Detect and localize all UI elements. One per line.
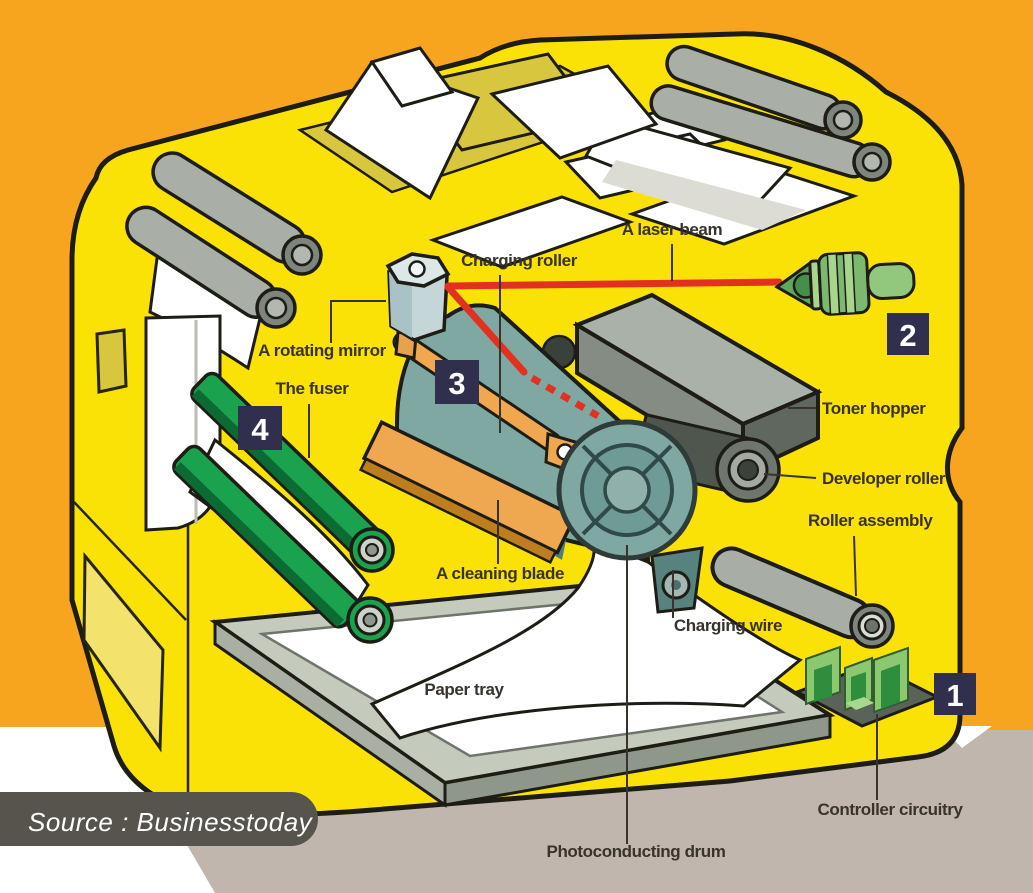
label-charging-wire: Charging wire <box>674 616 782 635</box>
label-paper-tray: Paper tray <box>424 680 504 699</box>
badge-step-3: 3 <box>435 360 479 404</box>
controller-circuitry-part <box>793 645 941 728</box>
source-attribution: Source : Businesstoday <box>0 792 318 846</box>
badge-step-4: 4 <box>238 406 282 450</box>
label-fuser: The fuser <box>276 379 350 398</box>
left-face-edge-seam <box>73 501 187 621</box>
output-rollers-right <box>649 44 892 182</box>
cleaning-blade-part <box>358 419 578 565</box>
side-vent-panel <box>95 328 128 394</box>
photoconducting-drum-part <box>556 419 704 614</box>
badge-step-3-number: 3 <box>448 366 465 401</box>
output-rollers-left <box>125 151 323 329</box>
label-charging-roller: Charging roller <box>461 251 578 270</box>
rotating-mirror-part <box>385 252 451 360</box>
badge-step-1-number: 1 <box>946 678 963 713</box>
front-access-panel <box>82 551 165 753</box>
label-toner-hopper: Toner hopper <box>822 399 926 418</box>
badge-step-4-number: 4 <box>251 412 269 447</box>
laser-beam-part <box>444 278 783 420</box>
slot-paper-left <box>428 195 635 269</box>
fuser-part <box>172 371 395 644</box>
feeding-paper-shadow <box>602 160 806 230</box>
label-photoconducting-drum: Photoconducting drum <box>547 842 726 861</box>
badge-step-1: 1 <box>934 673 976 715</box>
leader-lines <box>308 244 878 844</box>
label-roller-assembly: Roller assembly <box>808 511 933 530</box>
label-developer-roller: Developer roller <box>822 469 946 488</box>
flying-papers <box>323 46 659 201</box>
source-text: Source : Businesstoday <box>28 807 314 837</box>
laser-emitter-part <box>774 251 916 316</box>
label-cleaning-blade: A cleaning blade <box>436 564 564 583</box>
badge-step-2: 2 <box>887 313 929 355</box>
label-laser-beam: A laser beam <box>622 220 723 239</box>
badge-step-2-number: 2 <box>899 318 916 353</box>
roller-assembly-part <box>710 546 895 649</box>
label-rotating-mirror: A rotating mirror <box>258 341 386 360</box>
label-controller-circuitry: Controller circuitry <box>817 800 963 819</box>
